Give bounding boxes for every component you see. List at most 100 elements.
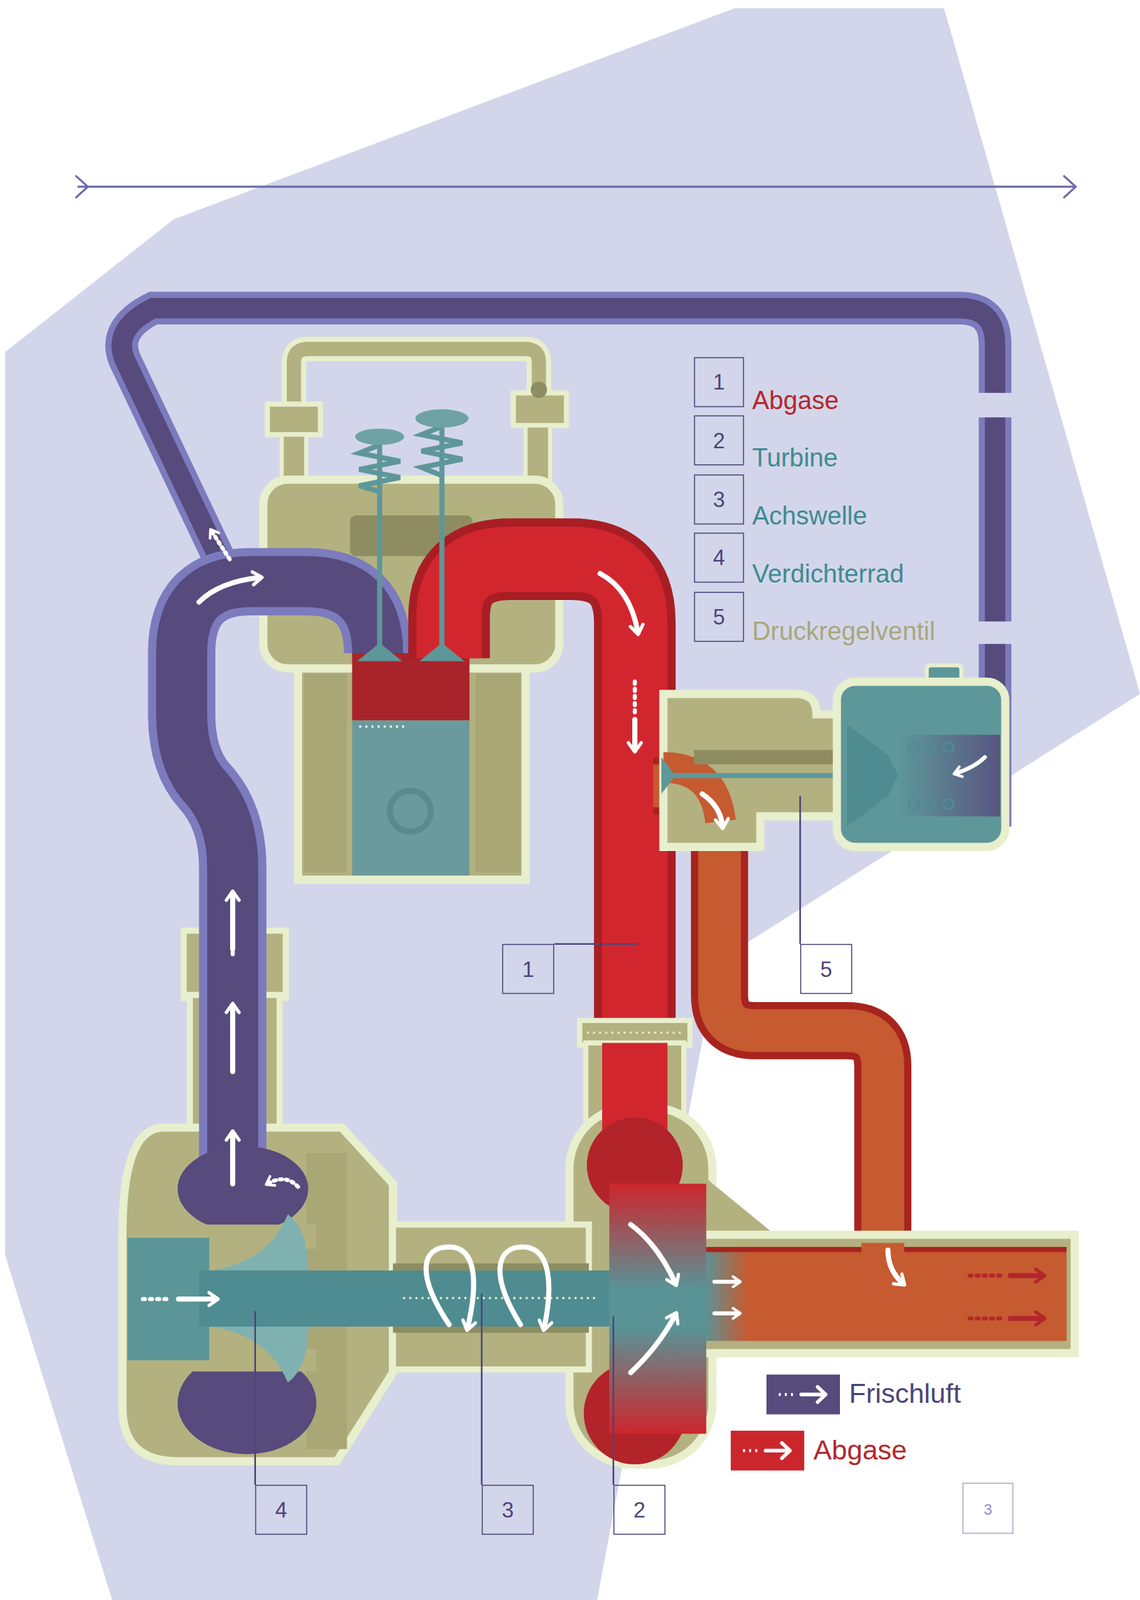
callout-number: 2 xyxy=(693,415,745,466)
top-rule xyxy=(75,175,1076,198)
callout-number: 4 xyxy=(693,532,745,584)
flow-arrow xyxy=(267,1179,298,1187)
flow-arrow xyxy=(425,1247,474,1329)
callout-number: 2 xyxy=(613,1484,666,1536)
background-shape xyxy=(4,8,1140,1600)
engine-block xyxy=(267,404,321,436)
pressure-valve xyxy=(925,742,937,753)
pressure-valve xyxy=(942,742,954,753)
part-label: Druckregelventil xyxy=(751,618,936,644)
pressure-valve xyxy=(661,665,1006,847)
flow-arrow xyxy=(230,923,235,955)
pressure-valve xyxy=(908,799,919,810)
engine-valve xyxy=(415,409,469,428)
engine-valve xyxy=(355,428,405,445)
part-label: Achswelle xyxy=(751,502,867,529)
flow-arrow xyxy=(702,793,723,827)
flow-arrow xyxy=(500,1247,550,1329)
shaft xyxy=(199,1184,707,1435)
pressure-valve xyxy=(693,750,847,765)
pressure-valve xyxy=(663,693,848,847)
flow-arrow xyxy=(714,1279,739,1285)
flow-arrow xyxy=(230,1158,235,1186)
exhaust-outlet xyxy=(691,1235,1075,1354)
key-entry: 2Turbine xyxy=(693,415,980,466)
flow-arrow xyxy=(888,1250,904,1285)
flow-arrow xyxy=(142,530,1043,1373)
exhaust-outlet xyxy=(691,1235,1075,1354)
callout-number: 4 xyxy=(255,1484,308,1536)
leader-line xyxy=(255,795,801,1485)
callout-number: 1 xyxy=(693,357,745,408)
callout-box: 3 xyxy=(481,1484,534,1536)
engine-block xyxy=(359,725,409,729)
turbine-housing xyxy=(586,1031,684,1034)
flow-arrow xyxy=(1010,1316,1044,1322)
pressure-valve xyxy=(837,681,1006,847)
engine-valve xyxy=(419,642,465,661)
pressure-line xyxy=(969,393,1021,418)
callout-number: 1 xyxy=(502,944,554,995)
shaft xyxy=(199,1270,618,1327)
top-rule xyxy=(77,186,1075,189)
shaft xyxy=(609,1184,707,1435)
callout-box: 2 xyxy=(613,1484,666,1536)
top-rule xyxy=(1063,175,1077,198)
top-rule xyxy=(75,175,89,198)
engine-valve xyxy=(439,426,445,645)
callout-box: 5 xyxy=(800,944,852,995)
swatch-arrow xyxy=(801,1386,826,1403)
flow-arrow xyxy=(630,1224,676,1285)
engine-block xyxy=(475,673,521,873)
pressure-valve xyxy=(908,742,919,753)
engine-valve xyxy=(421,426,463,476)
swatch-arrow xyxy=(765,1442,790,1459)
leader-line xyxy=(612,1316,615,1485)
part-label: Verdichterrad xyxy=(751,561,904,587)
flow-arrow xyxy=(178,1296,217,1302)
pressure-valve xyxy=(661,757,676,795)
page-number: 3 xyxy=(962,1482,1014,1534)
flow-arrow xyxy=(714,1311,739,1316)
engine-valve xyxy=(355,409,469,661)
leader-line xyxy=(254,1311,256,1485)
leader-line xyxy=(799,795,801,945)
flow-arrow xyxy=(211,530,230,560)
fresh-air-pipe xyxy=(181,581,378,1195)
page-number-box: 3 xyxy=(962,1482,1014,1534)
part-label: Turbine xyxy=(751,444,838,470)
pressure-valve xyxy=(942,799,954,810)
leader-line xyxy=(553,943,638,945)
pressure-valve xyxy=(925,799,937,810)
swatch-arrow xyxy=(778,1393,797,1396)
engine-block xyxy=(293,348,539,419)
pressure-valve xyxy=(908,742,954,810)
swatch-arrow xyxy=(730,1430,805,1471)
callout-box: 1 xyxy=(502,944,554,995)
callout-number: 5 xyxy=(693,591,745,643)
swatch-arrow xyxy=(742,1449,761,1452)
key-entry: 3Achswelle xyxy=(693,474,980,526)
key-entry: 1Abgase xyxy=(693,357,980,408)
flow-arrow xyxy=(969,1316,1006,1321)
pressure-valve xyxy=(898,735,1001,817)
fresh-air-pipe xyxy=(181,581,378,1195)
leader-line xyxy=(481,1293,483,1485)
flow-arrow xyxy=(199,577,261,603)
legend-label: Abgase xyxy=(813,1437,908,1465)
pressure-valve xyxy=(846,724,899,827)
pressure-valve xyxy=(668,772,847,778)
engine-block xyxy=(297,642,526,880)
legend-swatch xyxy=(730,1430,805,1471)
flow-arrow xyxy=(142,1297,172,1302)
flow-arrow xyxy=(955,757,985,774)
exhaust-outlet xyxy=(861,1242,905,1257)
engine-valve xyxy=(359,444,401,492)
swatch-arrow xyxy=(766,1374,840,1415)
callout-number: 3 xyxy=(693,474,745,526)
part-label: Abgase xyxy=(751,388,839,414)
